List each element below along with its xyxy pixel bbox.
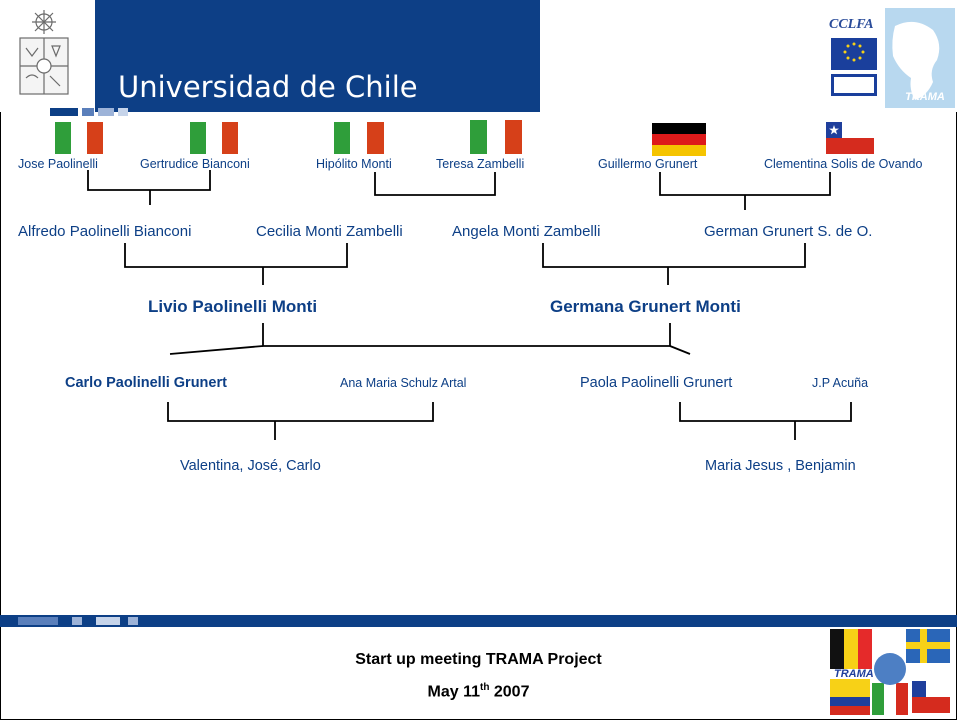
header: Universidad de Chile CCLFA TRAMA (0, 0, 957, 116)
italy-flag-icon (190, 122, 238, 154)
university-title: Universidad de Chile (118, 70, 418, 104)
person-paola-paolinelli-grunert: Paola Paolinelli Grunert (580, 375, 733, 391)
person-german-grunert: German Grunert S. de O. (704, 223, 873, 240)
footer-date-suffix: 2007 (489, 683, 530, 701)
cclfa-logo-text: CCLFA (829, 17, 874, 32)
chile-flag-icon (826, 122, 874, 154)
person-hipolito-monti: Hipólito Monti (316, 157, 392, 171)
header-band (95, 0, 540, 112)
italy-flag-icon (55, 122, 103, 154)
person-jose-paolinelli: Jose Paolinelli (18, 157, 98, 171)
person-guillermo-grunert: Guillermo Grunert (598, 157, 698, 171)
footer-date-sup: th (479, 682, 490, 693)
person-alfredo-paolinelli-bianconi: Alfredo Paolinelli Bianconi (18, 223, 192, 240)
person-carlo-paolinelli-grunert: Carlo Paolinelli Grunert (65, 375, 227, 391)
person-angela-monti-zambelli: Angela Monti Zambelli (452, 223, 601, 240)
person-gertrudice-bianconi: Gertrudice Bianconi (140, 157, 250, 171)
person-jp-acuna: J.P Acuña (812, 376, 869, 390)
footer-meeting-title: Start up meeting TRAMA Project (355, 651, 602, 668)
trama-logo-text: TRAMA (905, 91, 945, 103)
italy-flag-icon (334, 122, 384, 154)
cclfa-trama-logo: CCLFA TRAMA (825, 8, 955, 108)
person-cecilia-monti-zambelli: Cecilia Monti Zambelli (256, 223, 403, 240)
person-germana-grunert-monti: Germana Grunert Monti (550, 297, 741, 316)
children-of-carlo: Valentina, José, Carlo (180, 458, 321, 474)
trama-flags-logo: TRAMA (830, 629, 950, 715)
person-teresa-zambelli: Teresa Zambelli (436, 157, 525, 171)
italy-flag-icon (470, 120, 522, 154)
footer-date: May 11th 2007 (0, 682, 957, 701)
person-ana-maria-schulz-artal: Ana Maria Schulz Artal (340, 376, 467, 390)
footer-logo-text: TRAMA (834, 668, 874, 680)
children-of-paola: Maria Jesus , Benjamin (705, 458, 856, 474)
person-livio-paolinelli-monti: Livio Paolinelli Monti (148, 297, 318, 316)
university-seal-icon (19, 10, 69, 95)
footer-date-prefix: May 11 (427, 683, 480, 701)
person-clementina-solis-de-ovando: Clementina Solis de Ovando (764, 157, 923, 171)
germany-flag-icon (652, 123, 706, 156)
footer-band (0, 615, 957, 627)
